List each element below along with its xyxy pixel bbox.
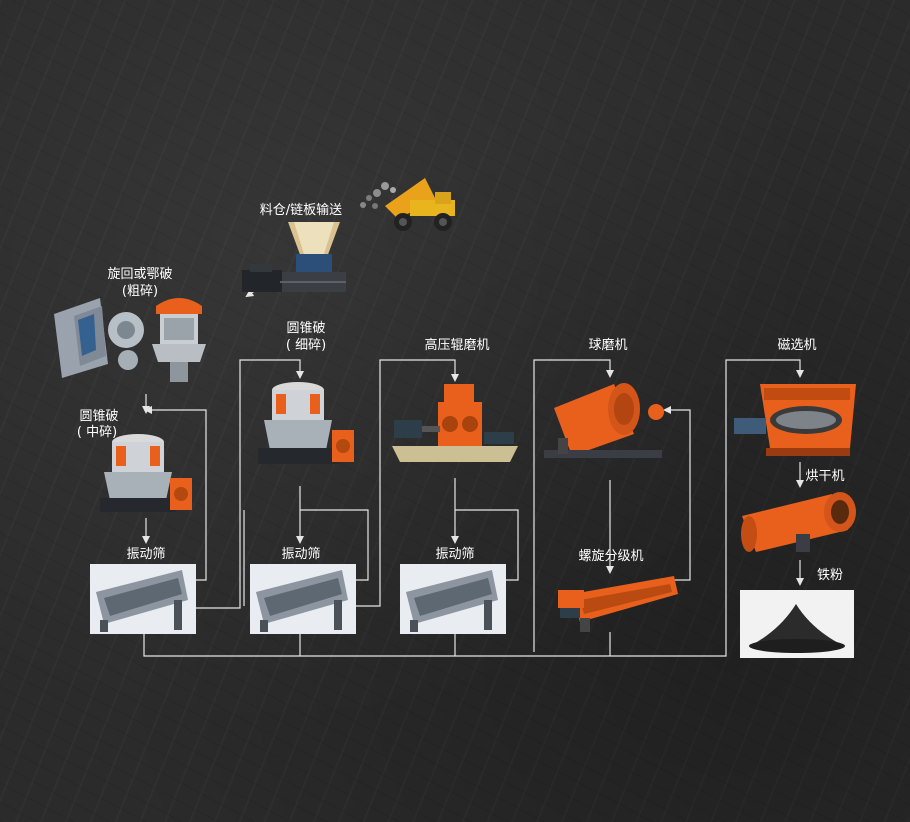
label-screen-3: 振动筛 [435,547,475,562]
label-cone-fine: 圆锥破 [286,321,326,336]
loop-spiral-to-ball-mill [660,406,691,581]
label-spiral-classifier: 螺旋分级机 [578,549,644,564]
cone-crusher-icon [258,382,354,464]
loop-screen1-to-cone-medium [144,406,207,581]
gyratory-crusher-icon [152,298,206,382]
label-screen-1: 振动筛 [126,547,166,562]
label-magnetic-separator: 磁选机 [777,338,817,353]
line-screen2-to-hpgr [355,359,459,607]
cone-crusher-icon [100,434,192,512]
bottom-bus-to-magsep [143,359,804,657]
vibrating-screen-icon [90,564,196,634]
label-cone-medium-sub: ( 中碎) [76,425,118,440]
label-screen-2: 振动筛 [281,547,321,562]
loop-screen2-to-cone-fine [300,509,369,581]
label-primary-crusher: 旋回或鄂破 [107,267,173,282]
line-screen1-to-cone-fine [196,359,304,609]
label-iron-powder: 铁粉 [816,568,844,583]
label-ball-mill: 球磨机 [588,338,628,353]
loop-screen3-to-hpgr [455,509,519,581]
line-to-ball-mill [533,359,614,652]
vibrating-screen-icon [400,564,506,634]
spiral-classifier-icon [558,576,678,632]
hpgr-icon [392,384,518,462]
label-cone-fine-sub: ( 细碎) [285,338,327,353]
chain-conveyor-icon [242,222,346,292]
label-cone-medium: 圆锥破 [79,409,119,424]
iron-powder-icon [740,590,854,658]
label-primary-crusher-sub: (粗碎) [121,284,159,299]
ball-mill-icon [544,383,664,458]
vibrating-screen-icon [250,564,356,634]
label-hpgr: 高压辊磨机 [424,338,490,353]
rotary-dryer-icon [741,492,856,552]
jaw-crusher-icon [54,298,144,378]
label-dryer: 烘干机 [805,469,845,484]
magnetic-separator-icon [734,384,856,456]
dump-truck-icon [360,178,455,231]
label-bin-conveyor: 料仓/链板输送 [259,203,343,218]
